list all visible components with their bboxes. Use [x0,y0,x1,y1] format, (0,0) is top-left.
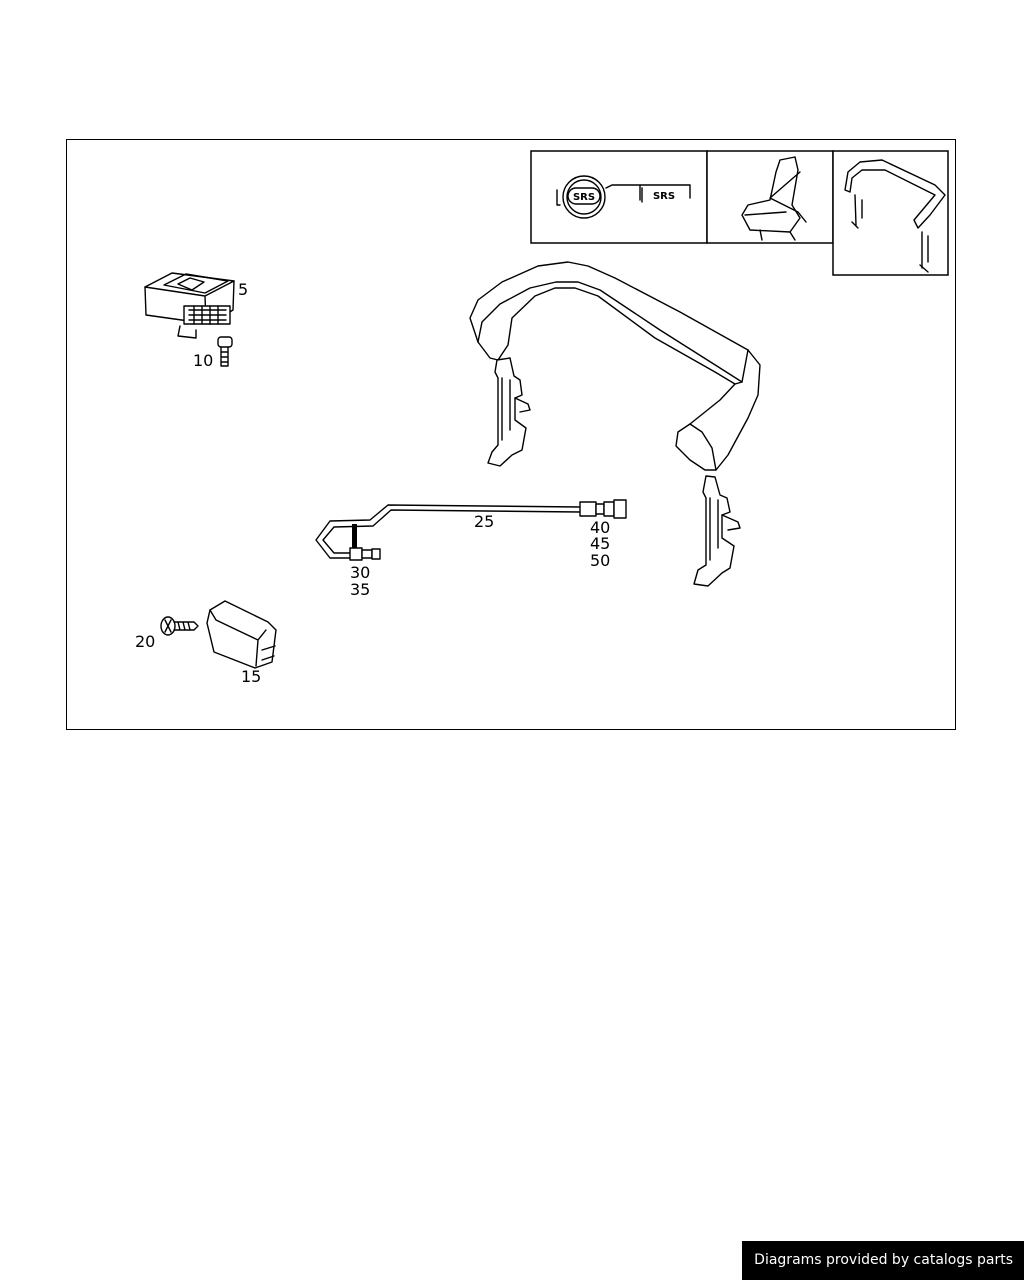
thumbnail-seatbelt[interactable] [706,150,834,244]
srs-label-wheel: SRS [573,192,595,203]
part-wiring-harness[interactable] [315,499,627,561]
footer-credit: Diagrams provided by catalogs parts [742,1241,1024,1280]
callout-45: 45 [590,534,610,553]
callout-10: 10 [193,351,213,370]
callout-20: 20 [135,632,155,651]
part-sensor[interactable] [206,600,277,669]
thumbnail-airbag[interactable]: SRS SRS [530,150,708,244]
srs-label-dash: SRS [653,191,675,202]
diagram-frame [66,139,956,730]
part-screw-20[interactable] [160,616,199,636]
callout-30: 30 [350,563,370,582]
callout-15: 15 [241,667,261,686]
callout-40: 40 [590,518,610,537]
callout-50: 50 [590,551,610,570]
callout-25: 25 [474,512,494,531]
callout-5: 5 [238,280,248,299]
part-screw-10[interactable] [217,336,233,367]
callout-35: 35 [350,580,370,599]
thumbnail-rollbar[interactable] [832,150,949,276]
part-rollbar[interactable] [469,261,761,587]
part-control-unit[interactable] [144,272,235,339]
